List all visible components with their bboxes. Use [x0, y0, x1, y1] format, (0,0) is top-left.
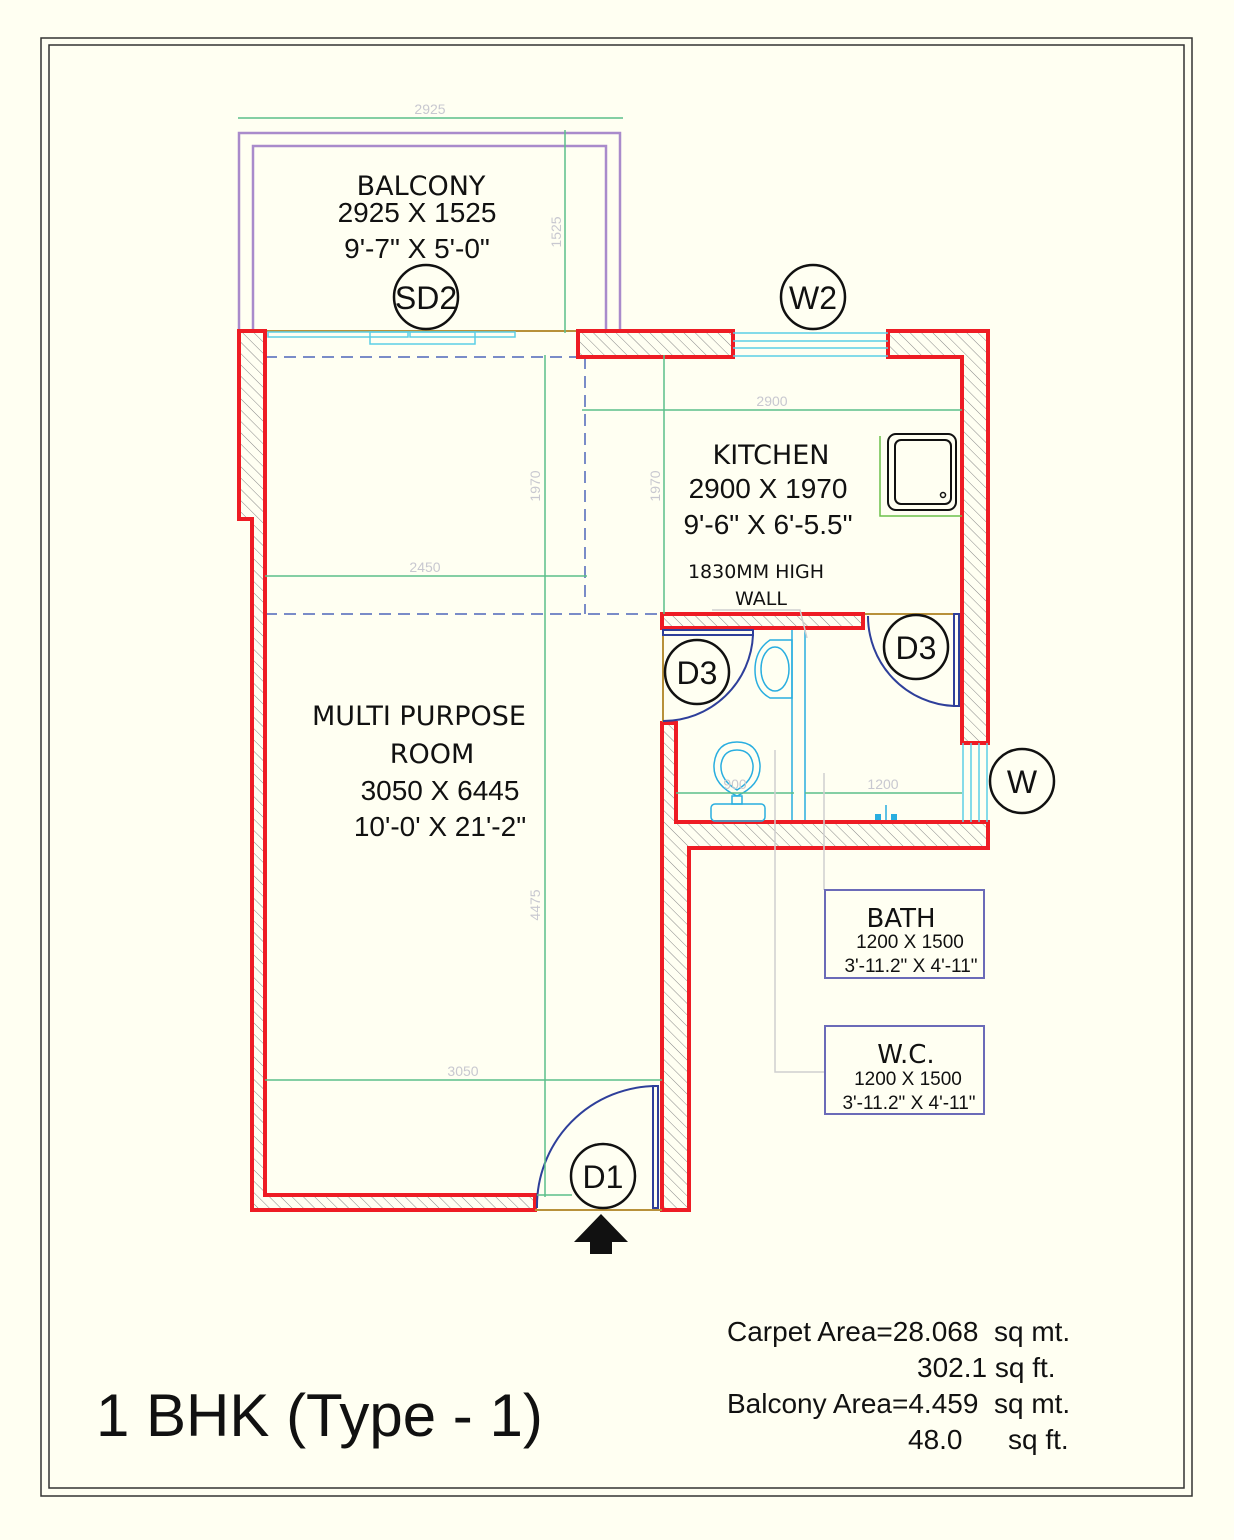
balcony-outline — [237, 131, 622, 331]
shower-tap-icon — [875, 805, 897, 820]
room-name: W.C. — [877, 1040, 934, 1070]
balcony-label: BALCONY 2925 X 1525 9'-7" X 5'-0" — [338, 171, 497, 264]
room-size-ft: 3'-11.2" X 4'-11" — [842, 1093, 975, 1114]
dim-wc-width: 900 — [723, 776, 747, 792]
dim-kitchen-height: 1970 — [647, 470, 663, 501]
room-size-ft: 10'-0' X 21'-2" — [354, 811, 526, 842]
note-line: WALL — [735, 588, 787, 610]
room-size-ft: 3'-11.2" X 4'-11" — [844, 956, 977, 977]
toilet-icon — [710, 741, 766, 822]
washbasin-icon — [754, 630, 806, 820]
door-d1 — [535, 1085, 662, 1211]
bath-label-box: BATH 1200 X 1500 3'-11.2" X 4'-11" — [824, 889, 985, 979]
room-size-ft: 9'-6" X 6'-5.5" — [683, 509, 852, 540]
tag-text: W2 — [789, 280, 837, 316]
dashed-zone-lines — [265, 356, 662, 615]
tag-d3-wc: D3 — [663, 638, 731, 706]
tag-w: W — [988, 747, 1056, 815]
multipurpose-room-label: MULTI PURPOSE ROOM 3050 X 6445 10'-0' X … — [312, 701, 526, 842]
wc-label-box: W.C. 1200 X 1500 3'-11.2" X 4'-11" — [824, 1025, 985, 1115]
balcony-area-sqft-unit: sq ft. — [1008, 1424, 1069, 1455]
tag-text: D1 — [583, 1159, 624, 1195]
room-size-mm: 3050 X 6445 — [361, 775, 520, 806]
door-d3-wc — [662, 629, 754, 723]
balcony-area: Balcony Area=4.459 sq mt. — [727, 1388, 1070, 1419]
room-size-mm: 2900 X 1970 — [689, 473, 848, 504]
carpet-area-sqft: 302.1 sq ft. — [917, 1352, 1056, 1383]
tag-sd2: SD2 — [392, 263, 460, 331]
room-size-ft: 9'-7" X 5'-0" — [344, 233, 490, 264]
tag-d3-bath: D3 — [882, 613, 950, 681]
area-summary: Carpet Area=28.068 sq mt. 302.1 sq ft. B… — [727, 1316, 1070, 1455]
dimension-lines — [238, 117, 962, 1197]
high-wall-note: 1830MM HIGH WALL — [688, 561, 824, 610]
room-name: BATH — [866, 904, 935, 934]
window-w2 — [733, 332, 888, 357]
wall-kitchen-top-left — [576, 329, 735, 359]
tag-d1: D1 — [569, 1142, 637, 1210]
window-w — [962, 743, 988, 822]
dim-room-upper-width: 2450 — [409, 559, 440, 575]
room-name: ROOM — [390, 739, 475, 770]
note-line: 1830MM HIGH — [688, 561, 824, 583]
dim-bath-width: 1200 — [867, 776, 898, 792]
tag-text: W — [1007, 764, 1038, 800]
carpet-area: Carpet Area=28.068 sq mt. — [727, 1316, 1070, 1347]
tag-w2: W2 — [779, 263, 847, 331]
kitchen-label: KITCHEN 2900 X 1970 9'-6" X 6'-5.5" — [683, 440, 852, 540]
dim-balcony-width: 2925 — [414, 101, 445, 117]
wall-partition — [660, 612, 865, 630]
sliding-door-sd2 — [265, 330, 578, 345]
room-name: KITCHEN — [713, 440, 830, 471]
room-size-mm: 2925 X 1525 — [338, 197, 497, 228]
leader-lines — [712, 609, 825, 1073]
dim-balcony-height: 1525 — [548, 216, 564, 247]
dim-room-upper-height: 1970 — [527, 470, 543, 501]
entrance-arrow-icon — [574, 1214, 628, 1254]
outer-border — [40, 37, 1193, 1497]
balcony-area-sqft-value: 48.0 — [908, 1424, 963, 1455]
room-size-mm: 1200 X 1500 — [854, 1069, 962, 1090]
tag-text: SD2 — [395, 280, 457, 316]
dim-kitchen-width: 2900 — [756, 393, 787, 409]
room-name: BALCONY — [357, 171, 486, 202]
inner-border — [48, 44, 1185, 1489]
tag-text: D3 — [677, 655, 718, 691]
plan-title: 1 BHK (Type - 1) — [96, 1382, 543, 1449]
kitchen-sink-icon — [879, 433, 962, 517]
tag-text: D3 — [896, 630, 937, 666]
dim-room-lower-height: 4475 — [527, 889, 543, 920]
room-name: MULTI PURPOSE — [312, 701, 526, 732]
room-size-mm: 1200 X 1500 — [856, 932, 964, 953]
wall-right-bath — [660, 721, 990, 1212]
wall-kitchen-right — [886, 329, 990, 745]
dim-room-lower-width: 3050 — [447, 1063, 478, 1079]
